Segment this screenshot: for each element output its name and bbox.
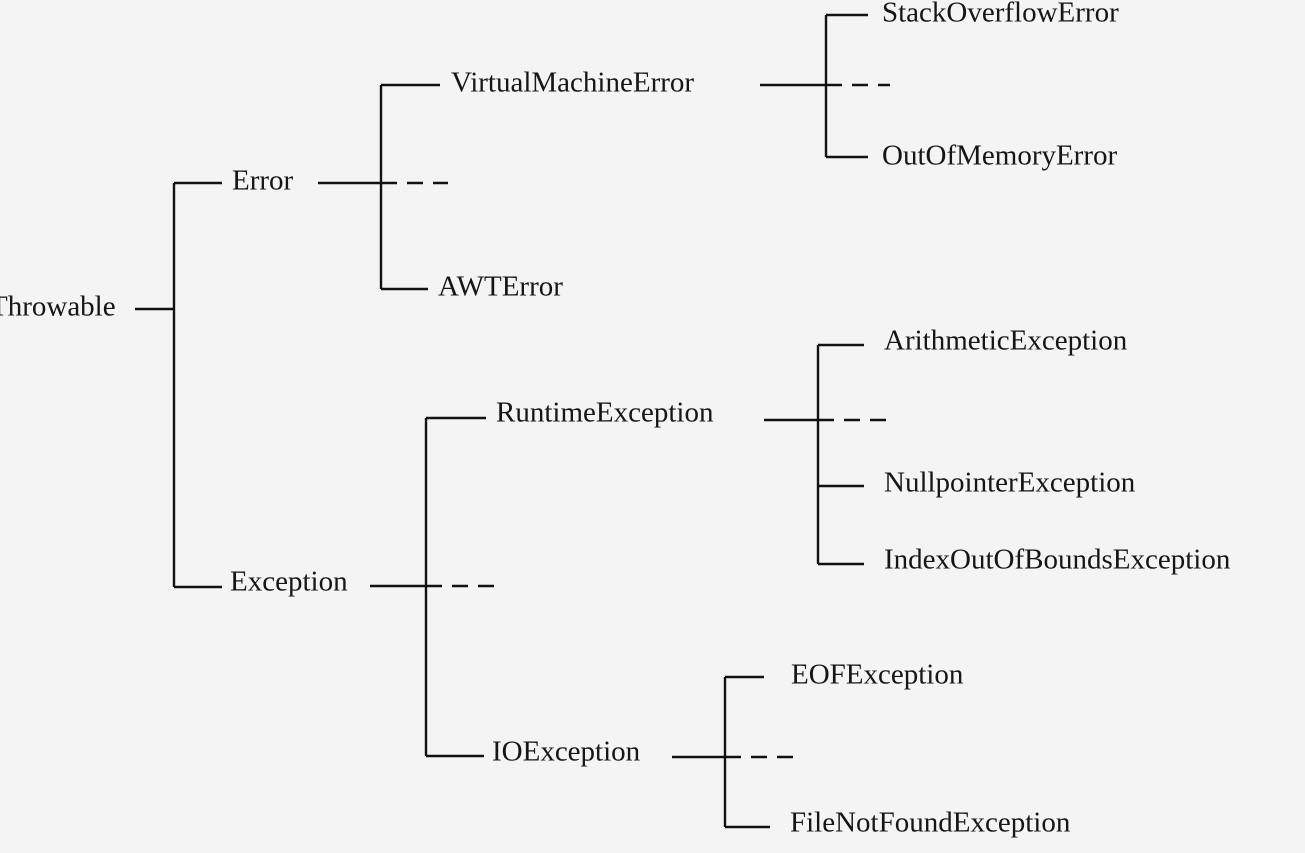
node-throwable: Throwable	[0, 291, 116, 323]
node-exception: Exception	[230, 566, 348, 598]
node-virtual-machine-error: VirtualMachineError	[451, 67, 694, 99]
node-io-exception: IOException	[492, 736, 641, 768]
node-stack-overflow-error: StackOverflowError	[882, 0, 1119, 29]
node-out-of-memory-error: OutOfMemoryError	[882, 140, 1118, 172]
node-index-out-of-bounds-exception: IndexOutOfBoundsException	[884, 544, 1231, 576]
node-error: Error	[232, 165, 294, 197]
node-arithmetic-exception: ArithmeticException	[884, 325, 1128, 357]
node-awt-error: AWTError	[438, 271, 563, 303]
node-nullpointer-exception: NullpointerException	[884, 467, 1136, 499]
node-eof-exception: EOFException	[791, 659, 964, 691]
node-runtime-exception: RuntimeException	[496, 397, 714, 429]
node-file-not-found-exception: FileNotFoundException	[790, 807, 1071, 839]
